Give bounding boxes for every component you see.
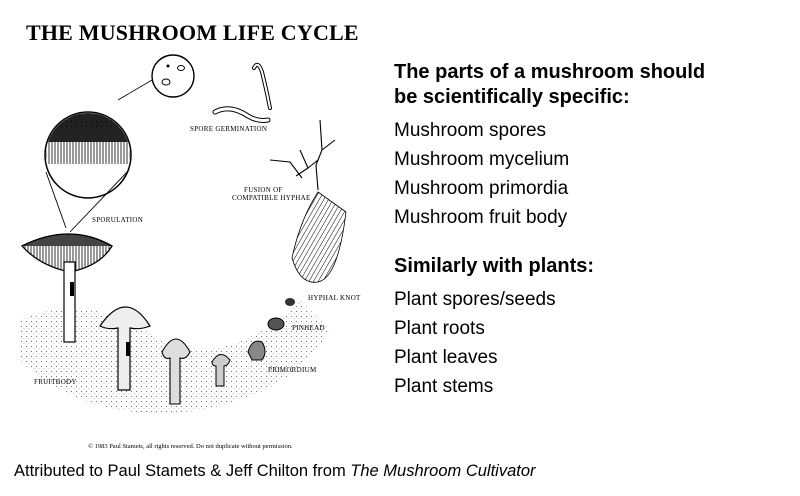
spore-circle xyxy=(151,54,195,98)
list-item: Plant spores/seeds xyxy=(394,289,556,310)
label-primordium: PRIMORDIUM xyxy=(268,366,317,374)
list-item: Mushroom mycelium xyxy=(394,149,570,170)
label-fruitbody: FRUITBODY xyxy=(34,378,77,386)
primordium xyxy=(247,340,266,361)
mature-mushroom-stem xyxy=(63,261,76,343)
label-fusion-line1: FUSION OF xyxy=(244,186,283,194)
mushroom-parts-list: Mushroom spores Mushroom mycelium Mushro… xyxy=(394,116,794,232)
mushroom-heading-line2: be scientifically specific: xyxy=(394,86,630,108)
list-item: Mushroom spores xyxy=(394,120,547,141)
list-item: Plant stems xyxy=(394,376,494,397)
illustration-title: THE MUSHROOM LIFE CYCLE xyxy=(26,20,359,45)
life-cycle-diagram xyxy=(20,54,347,414)
label-sporulation: SPORULATION xyxy=(92,216,144,224)
list-item: Plant roots xyxy=(394,318,485,339)
young-mushroom xyxy=(211,354,231,387)
label-hyphal-knot: HYPHAL KNOT xyxy=(308,294,361,302)
list-item: Plant leaves xyxy=(394,347,498,368)
list-item: Mushroom fruit body xyxy=(394,207,568,228)
mycelium-fan xyxy=(291,191,347,283)
compatible-hyphae xyxy=(269,119,336,191)
label-fusion-line2: COMPATIBLE HYPHAE xyxy=(232,194,311,202)
attribution-prefix: Attributed to Paul Stamets & Jeff Chilto… xyxy=(14,462,351,480)
list-item: Mushroom primordia xyxy=(394,178,569,199)
attribution: Attributed to Paul Stamets & Jeff Chilto… xyxy=(14,462,536,481)
plants-heading: Similarly with plants: xyxy=(394,255,595,277)
hyphal-knot xyxy=(285,298,295,306)
plant-parts-list: Plant spores/seeds Plant roots Plant lea… xyxy=(394,285,794,401)
copyright-notice: © 1983 Paul Stamets, all rights reserved… xyxy=(88,443,293,450)
right-panel: The parts of a mushroom should be scient… xyxy=(394,60,794,401)
label-spore-germination: SPORE GERMINATION xyxy=(190,125,268,133)
label-pinhead: PINHEAD xyxy=(292,324,325,332)
button-mushroom xyxy=(161,338,191,405)
book-title: The Mushroom Cultivator xyxy=(350,462,536,480)
pinhead xyxy=(267,317,285,331)
mushroom-heading-line1: The parts of a mushroom should xyxy=(394,61,706,83)
expanding-mushroom xyxy=(99,306,151,391)
